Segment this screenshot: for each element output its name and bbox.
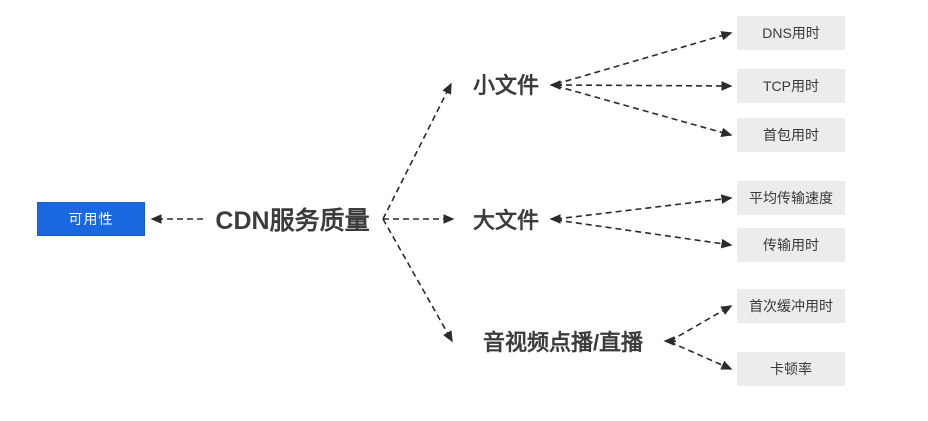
edge-large-file-to-avg-speed [555,194,733,220]
node-leaf-first-packet-time[interactable]: 首包用时 [737,118,845,152]
edge-small-file-to-first-packet [555,85,733,138]
node-category-large-file: 大文件 [472,208,539,233]
node-leaf-tcp-time[interactable]: TCP用时 [737,69,845,103]
node-leaf-dns-time[interactable]: DNS用时 [737,16,845,50]
node-cdn-service-quality: CDN服务质量 [215,206,370,235]
node-leaf-stall-rate[interactable]: 卡顿率 [737,352,845,386]
node-leaf-average-transfer-speed[interactable]: 平均传输速度 [737,181,845,215]
node-leaf-transfer-time[interactable]: 传输用时 [737,228,845,262]
edge-small-file-to-tcp [555,81,733,91]
edge-media-to-first-buffer [669,305,733,342]
edge-media-to-stall-rate [669,341,733,370]
edge-small-file-to-dns [555,31,733,85]
node-leaf-first-buffer-time[interactable]: 首次缓冲用时 [737,289,845,323]
node-category-small-file: 小文件 [472,73,539,98]
node-availability[interactable]: 可用性 [37,202,145,236]
node-category-media: 音视频点播/直播 [482,330,644,355]
edge-root-to-media [382,218,453,343]
edge-root-to-small-file [382,82,452,220]
edge-large-file-to-transfer-time [555,219,733,249]
